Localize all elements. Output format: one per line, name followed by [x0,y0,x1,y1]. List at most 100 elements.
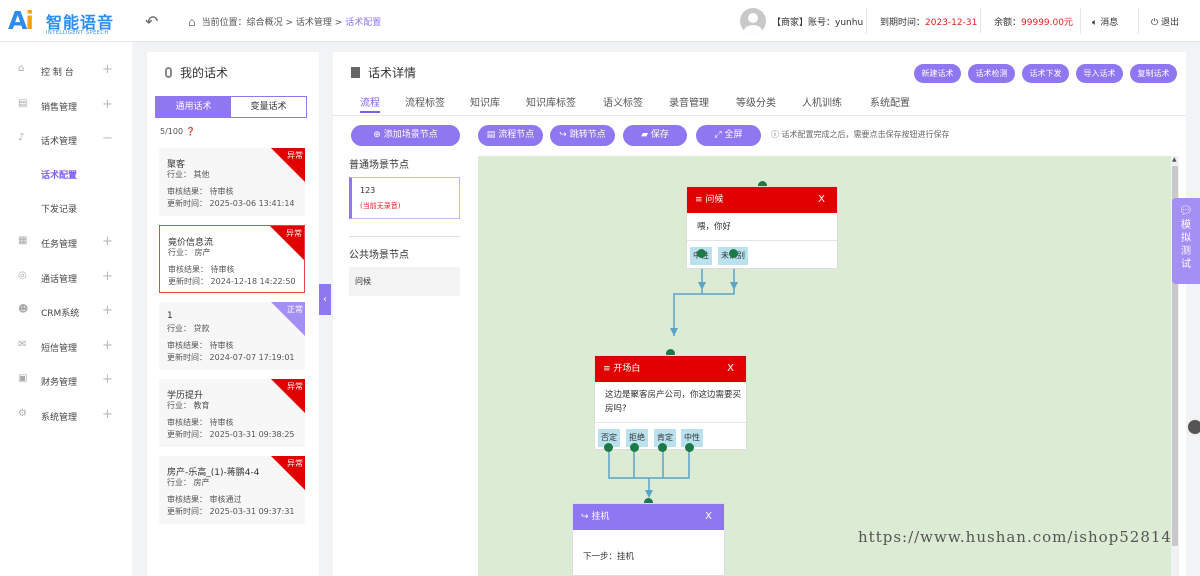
add-scene-node-button[interactable]: ⊕ 添加场景节点 [351,125,460,146]
branch-tag[interactable]: 中性 [681,429,703,447]
balance-value: 99999.00元 [1021,18,1073,28]
breadcrumb-current: 话术配置 [345,18,382,28]
connector-dot[interactable] [697,249,706,258]
sidebar-item-system[interactable]: ⚙系统管理+ [18,407,113,423]
folder-icon: ▰ [641,130,649,140]
status-badge: 异常 [287,151,303,160]
branch-tag[interactable]: 否定 [598,429,620,447]
sidebar-item-tasks[interactable]: ▦任务管理+ [18,234,113,250]
breadcrumb-item[interactable]: 综合概况 [246,18,283,28]
scroll-up-icon[interactable]: ▲ [1172,156,1177,163]
tab-flow[interactable]: 流程 [360,94,380,113]
branch-tag[interactable]: 肯定 [654,429,676,447]
dispatch-script-button[interactable]: 话术下发 [1022,64,1069,83]
connector-dot[interactable] [685,443,694,452]
tab-recordings[interactable]: 录音管理 [669,98,709,109]
sidebar-item-sms[interactable]: ✉短信管理+ [18,338,113,354]
messages-button[interactable]: 🔈︎ 消息 [1092,18,1119,28]
card-industry: 行业： 房产 [167,478,210,487]
script-type-tabs: 通用话术 变量话术 [155,96,307,118]
help-icon[interactable]: ❓ [185,127,196,136]
collapse-panel-button[interactable]: ‹ [319,284,331,315]
connector-dot[interactable] [758,181,767,190]
scrollbar-thumb[interactable] [1172,166,1178,546]
flow-node-greeting[interactable]: ≡ 问候X 喂，你好 中性 未识别 [686,186,838,269]
sidebar-item-sales[interactable]: ▤销售管理+ [18,97,113,113]
home-icon[interactable]: ⌂ [188,15,196,29]
connector-dot[interactable] [729,249,738,258]
close-node-button[interactable]: X [727,363,734,374]
import-script-button[interactable]: 导入话术 [1076,64,1123,83]
canvas-scrollbar[interactable]: ▲ [1171,156,1179,576]
connector-dot[interactable] [666,349,675,358]
tab-knowledge-tags[interactable]: 知识库标签 [526,98,576,109]
sidebar-item-script-config[interactable]: 话术配置 [41,171,78,181]
sidebar-item-calls[interactable]: ◎通话管理+ [18,269,113,285]
tab-semantic-tags[interactable]: 语义标签 [603,98,643,109]
call-icon: ◎ [18,270,27,281]
sidebar-item-crm[interactable]: ☻CRM系统+ [18,303,113,319]
connector-dot[interactable] [658,443,667,452]
expire-date: 2023-12-31 [925,18,978,28]
new-script-button[interactable]: 新建话术 [914,64,961,83]
normal-scene-node[interactable]: 123 (当前无录音) [349,177,460,219]
fullscreen-button[interactable]: ⤢ 全屏 [696,125,761,146]
sidebar-item-dispatch-records[interactable]: 下发记录 [41,205,78,215]
breadcrumb-item[interactable]: 话术管理 [295,18,332,28]
user-icon: ☻ [18,304,29,315]
script-card[interactable]: 异常 聚客 行业： 其他 审核结果： 待审核 更新时间： 2025-03-06 … [159,148,305,216]
tab-grade-classification[interactable]: 等级分类 [736,98,776,109]
card-title: 房产-乐高_(1)-蒋鹏4-4 [167,468,260,478]
close-node-button[interactable]: X [705,511,712,522]
connector-dot[interactable] [630,443,639,452]
balance-info: 余额：99999.00元 [994,18,1073,28]
close-node-button[interactable]: X [818,194,825,205]
node-body: 下一步：挂机 [583,552,635,562]
card-updated: 更新时间： 2024-12-18 14:22:50 [168,277,296,286]
script-card[interactable]: 正常 1 行业： 贷款 审核结果： 待审核 更新时间： 2024-07-07 1… [159,302,305,370]
public-scene-node[interactable]: 问候 [349,267,460,296]
expire-info: 到期时间：2023-12-31 [880,18,978,28]
tab-flow-tags[interactable]: 流程标签 [405,98,445,109]
back-icon[interactable]: ↶ [145,12,159,31]
sidebar-item-finance[interactable]: ▣财务管理+ [18,372,113,388]
copy-script-button[interactable]: 复制话术 [1130,64,1177,83]
card-updated: 更新时间： 2025-03-31 09:38:25 [167,430,295,439]
mic-icon [165,67,172,78]
card-industry: 行业： 其他 [167,170,210,179]
logo[interactable]: Ai 智能语音 INTELLIGENT SPEECH [6,7,121,39]
mic-icon: ♪ [18,132,25,143]
script-card[interactable]: 异常 竟价信息流 行业： 房产 审核结果： 待审核 更新时间： 2024-12-… [159,225,305,293]
logout-button[interactable]: ⏻ 退出 [1151,18,1180,28]
check-script-button[interactable]: 话术检测 [968,64,1015,83]
tab-variable-scripts[interactable]: 变量话术 [250,102,287,112]
tab-knowledge-base[interactable]: 知识库 [470,98,500,109]
connector-dot[interactable] [604,443,613,452]
branch-tag[interactable]: 拒绝 [626,429,648,447]
status-badge: 异常 [287,459,303,468]
jump-node-button[interactable]: ↪ 跳转节点 [550,125,615,146]
document-icon [351,67,360,78]
avatar[interactable] [740,8,766,34]
gear-icon: ⚙ [18,408,27,419]
expand-icon: ⤢ [714,130,722,140]
tab-system-config[interactable]: 系统配置 [870,98,910,109]
save-button[interactable]: ▰ 保存 [623,125,687,146]
script-card[interactable]: 异常 学历提升 行业： 教育 审核结果： 待审核 更新时间： 2025-03-3… [159,379,305,447]
tab-general-scripts[interactable]: 通用话术 [156,97,231,117]
simulation-test-button[interactable]: 💬︎ 模 拟 测 试 [1172,198,1200,284]
connector-dot[interactable] [644,498,653,507]
sidebar-item-dashboard[interactable]: ⌂控 制 台+ [18,62,113,78]
public-scene-section-title: 公共场景节点 [349,250,409,261]
script-card[interactable]: 异常 房产-乐高_(1)-蒋鹏4-4 行业： 房产 审核结果： 审核通过 更新时… [159,456,305,524]
normal-scene-section-title: 普通场景节点 [349,160,409,171]
tab-human-machine-training[interactable]: 人机训练 [802,98,842,109]
flow-node-button[interactable]: ▤ 流程节点 [478,125,543,146]
finance-icon: ▣ [18,373,28,384]
sidebar-item-scripts[interactable]: ♪话术管理− [18,131,113,147]
support-avatar[interactable] [1186,418,1200,436]
